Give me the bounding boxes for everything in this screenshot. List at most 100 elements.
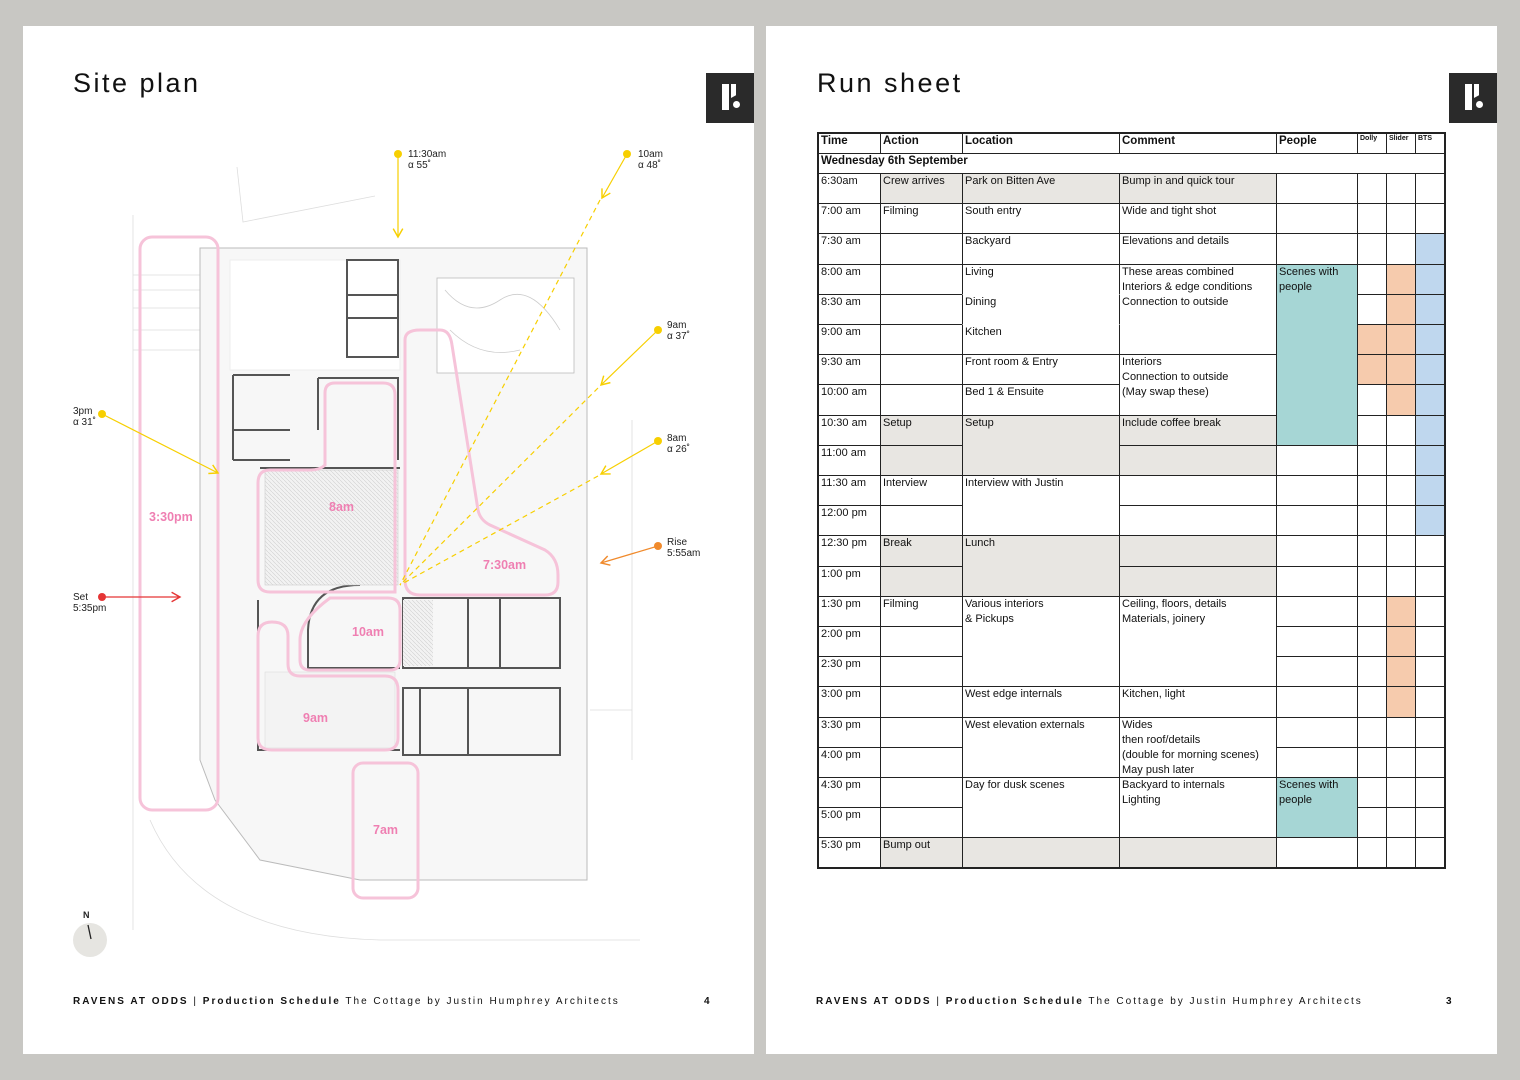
table-cell-empty	[880, 717, 963, 748]
table-cell-location: Day for dusk scenes	[962, 777, 1120, 838]
table-cell-empty	[1386, 717, 1416, 748]
table-cell-comment: Wides then roof/details (double for morn…	[1119, 717, 1277, 778]
table-cell-people: Scenes with people	[1276, 264, 1358, 446]
table-cell-bts	[1415, 475, 1445, 506]
table-cell-slider	[1386, 324, 1416, 355]
sun-path-9am	[599, 329, 659, 387]
time-cell: 3:00 pm	[818, 686, 881, 718]
table-cell-comment: Kitchen, light	[1119, 686, 1277, 718]
sun-dot-9am	[654, 326, 662, 334]
time-cell: 1:00 pm	[818, 566, 881, 597]
table-cell-comment	[1119, 535, 1277, 567]
table-cell-empty	[1415, 535, 1445, 567]
footer: RAVENS AT ODDS | Production Schedule The…	[73, 996, 620, 1007]
sunrise-label: Rise 5:55am	[667, 537, 701, 559]
table-cell-empty	[1276, 747, 1358, 778]
hatched-floors	[264, 469, 433, 749]
table-cell-empty	[1276, 837, 1358, 869]
table-cell-empty	[1276, 233, 1358, 265]
table-cell-comment: Bump in and quick tour	[1119, 173, 1277, 204]
table-cell-bts	[1415, 233, 1445, 265]
time-cell: 5:30 pm	[818, 837, 881, 869]
zone-label-330pm: 3:30pm	[149, 510, 193, 524]
table-cell-empty	[1386, 566, 1416, 597]
table-cell-comment	[1119, 566, 1277, 597]
sun-path-10am	[601, 153, 628, 200]
table-cell-empty	[1276, 173, 1358, 204]
table-cell-empty	[1386, 173, 1416, 204]
sun-dot-8am	[654, 437, 662, 445]
time-cell: 2:30 pm	[818, 656, 881, 687]
table-cell-slider	[1386, 294, 1416, 325]
sunset-label: Set 5:35pm	[73, 592, 107, 614]
table-cell-slider	[1386, 626, 1416, 657]
sun-dot-10am	[623, 150, 631, 158]
table-cell-empty	[1276, 445, 1358, 476]
context-lines	[132, 166, 640, 941]
table-cell-empty	[1276, 566, 1358, 597]
date-row: Wednesday 6th September	[818, 153, 1445, 174]
table-cell-bts	[1415, 324, 1445, 355]
table-cell-bts	[1415, 294, 1445, 325]
footer-separator: |	[193, 996, 198, 1007]
table-cell-empty	[880, 294, 963, 325]
table-cell-empty	[1276, 505, 1358, 536]
table-cell-empty	[1357, 445, 1387, 476]
table-cell-empty	[880, 233, 963, 265]
sun-dot-3pm	[98, 410, 106, 418]
zone-330pm	[138, 235, 220, 812]
footer-project: The Cottage by Justin Humphrey Architect…	[1088, 996, 1363, 1007]
table-cell-empty	[1415, 656, 1445, 687]
table-cell-slider	[1386, 656, 1416, 687]
time-cell: 7:30 am	[818, 233, 881, 265]
table-cell-empty	[1386, 807, 1416, 838]
sun-label-1130am: 11:30am α 55˚	[408, 149, 447, 171]
table-cell-empty	[1357, 384, 1387, 416]
table-cell-comment: Elevations and details	[1119, 233, 1277, 265]
time-cell: 9:00 am	[818, 324, 881, 355]
table-cell-empty	[880, 807, 963, 838]
table-cell-location: Living	[962, 264, 1120, 295]
table-cell-slider	[1386, 384, 1416, 416]
table-cell-empty	[1386, 747, 1416, 778]
time-cell: 10:00 am	[818, 384, 881, 416]
zone-label-9am: 9am	[303, 711, 329, 725]
zone-10am	[298, 596, 402, 672]
time-cell: 1:30 pm	[818, 596, 881, 627]
table-cell-empty	[1386, 837, 1416, 869]
table-cell-empty	[1276, 596, 1358, 627]
table-cell-empty	[1357, 505, 1387, 536]
page-title: Site plan	[73, 68, 201, 98]
sun-label-9am: 9am α 37˚	[667, 320, 691, 342]
table-cell-comment: Backyard to internals Lighting	[1119, 777, 1277, 838]
table-cell-empty	[1276, 686, 1358, 718]
table-cell-empty	[1357, 777, 1387, 808]
table-cell-empty	[1357, 596, 1387, 627]
table-cell-empty	[1276, 203, 1358, 234]
table-cell-empty	[1415, 777, 1445, 808]
table-cell-location	[962, 837, 1120, 869]
table-cell-empty	[1415, 747, 1445, 778]
table-cell-empty	[1357, 626, 1387, 657]
footer: RAVENS AT ODDS | Production Schedule The…	[816, 996, 1363, 1007]
zone-label-8am: 8am	[329, 500, 355, 514]
table-cell-action: Break	[880, 535, 963, 567]
table-cell-empty	[880, 626, 963, 657]
table-cell-empty	[1276, 535, 1358, 567]
table-cell-empty	[880, 324, 963, 355]
sun-label-8am: 8am α 26˚	[667, 433, 691, 455]
table-cell-empty	[880, 686, 963, 718]
zone-8am	[256, 381, 397, 594]
footer-doc-type: Production Schedule	[202, 996, 341, 1007]
time-cell: 12:00 pm	[818, 505, 881, 536]
pink-zones	[138, 235, 560, 900]
table-cell-empty	[880, 777, 963, 808]
time-cell: 5:00 pm	[818, 807, 881, 838]
table-cell-action: Filming	[880, 596, 963, 627]
table-cell-empty	[1119, 475, 1277, 506]
table-cell-empty	[1386, 203, 1416, 234]
sun-paths	[101, 153, 659, 603]
table-cell-bts	[1415, 264, 1445, 295]
table-cell-empty	[1357, 837, 1387, 869]
table-cell-empty	[1415, 173, 1445, 204]
